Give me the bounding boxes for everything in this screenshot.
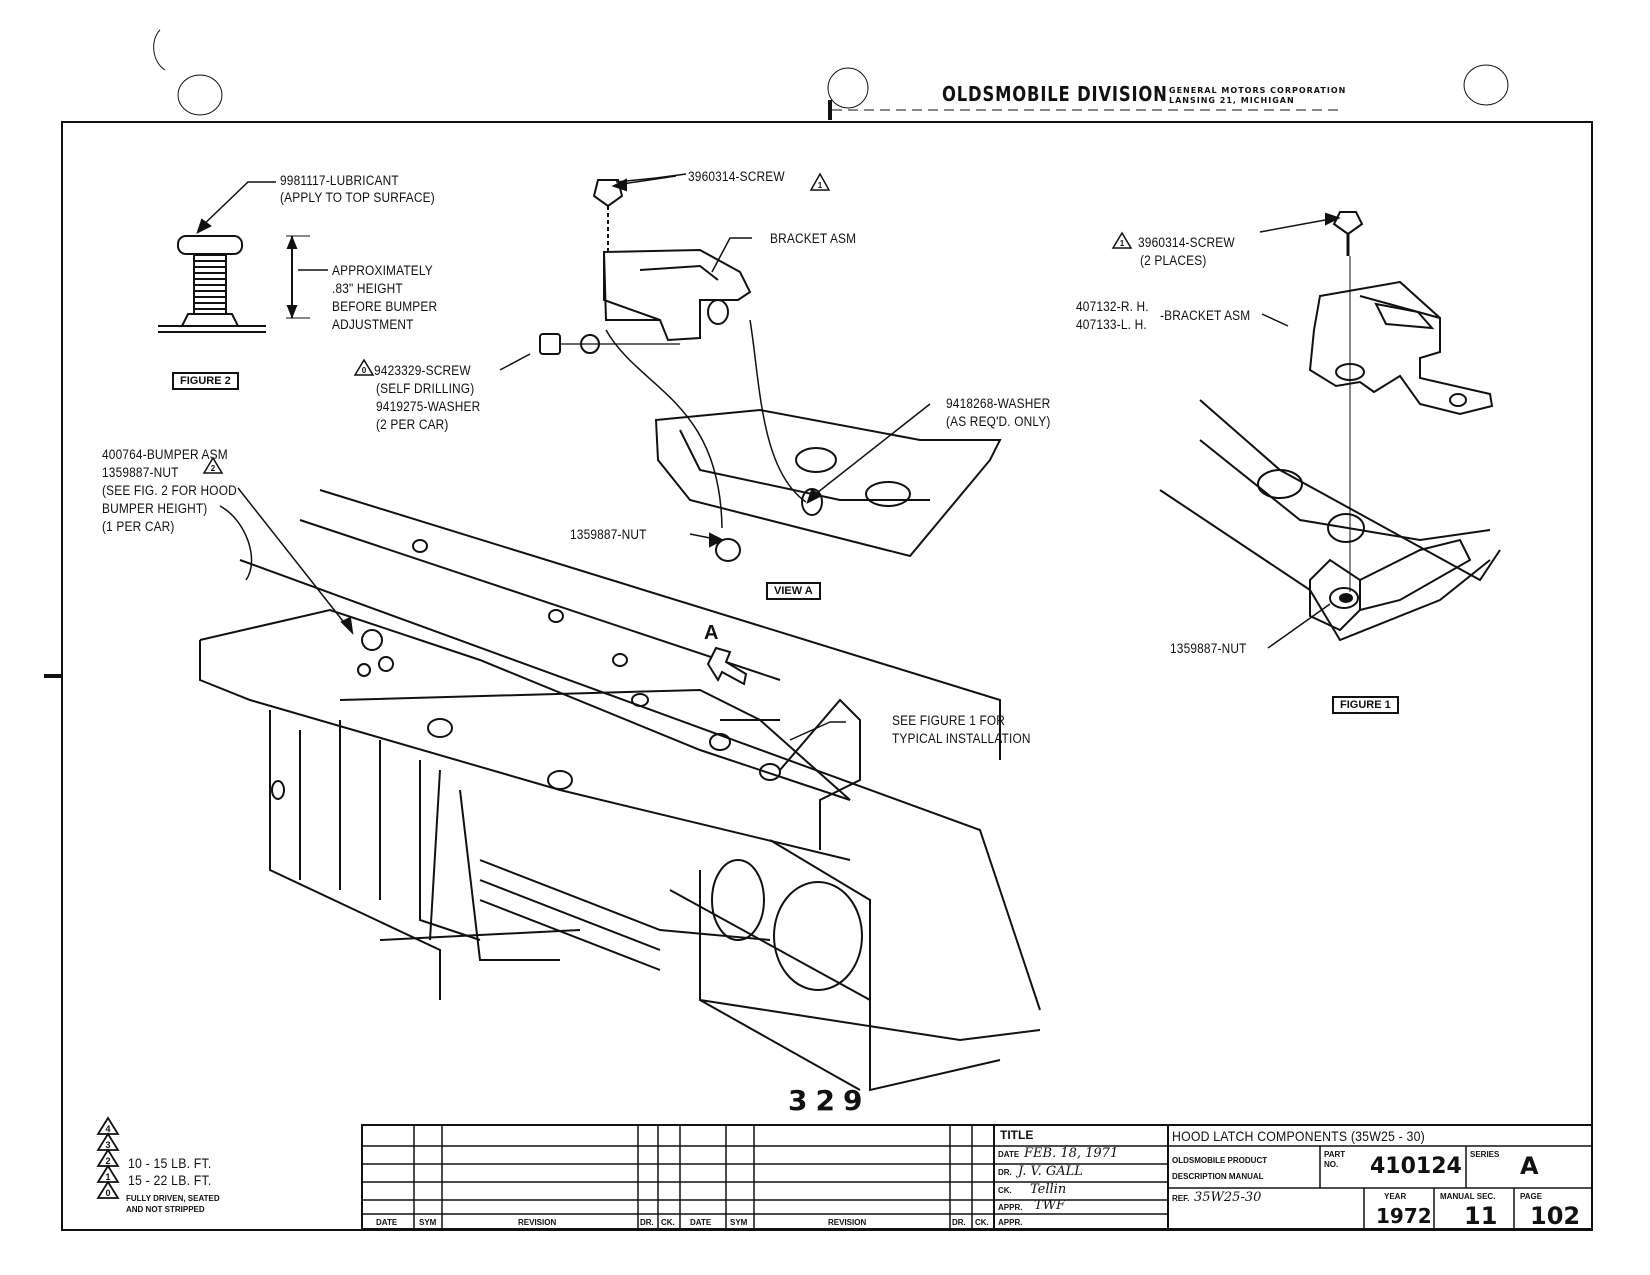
- part-number: 410124: [1370, 1154, 1462, 1179]
- dr-value: J. V. GALL: [1018, 1164, 1083, 1179]
- division-title: OLDSMOBILE DIVISION: [942, 82, 1168, 106]
- triangle-mark-3: 3: [105, 1140, 110, 1150]
- appr-value: TWF: [1034, 1198, 1066, 1213]
- ck-label: CK.: [998, 1186, 1012, 1195]
- rev-col-ck-1: CK.: [661, 1218, 675, 1227]
- triangle-mark-1: 1: [105, 1172, 110, 1182]
- height-note-1: APPROXIMATELY: [332, 263, 433, 278]
- rev-col-sym-1: SYM: [419, 1218, 437, 1227]
- fig1-screw-places: (2 PLACES): [1140, 253, 1207, 268]
- corporation-line-1: GENERAL MOTORS CORPORATION: [1169, 86, 1347, 95]
- view-arrow-a-label: A: [704, 622, 719, 644]
- torque-line-2: 15 - 22 LB. FT.: [128, 1172, 212, 1188]
- triangle-mark-4: 4: [105, 1124, 110, 1134]
- title-block-lines: [361, 1124, 1593, 1230]
- bumper-height-note-2: BUMPER HEIGHT): [102, 501, 208, 516]
- date-value: FEB. 18, 1971: [1024, 1146, 1119, 1161]
- appr2-label: APPR.: [998, 1218, 1023, 1227]
- triangle-mark-nut: 2: [211, 464, 216, 473]
- view-a-bracket-label: BRACKET ASM: [770, 231, 857, 246]
- self-drill-screw-label: 9423329-SCREW: [374, 363, 471, 378]
- bumper-height-note-1: (SEE FIG. 2 FOR HOOD: [102, 483, 237, 498]
- figure2-bumper-drawing: [158, 181, 328, 333]
- torque-triangles: [96, 1116, 120, 1199]
- corporation-line-2: LANSING 21, MICHIGAN: [1169, 96, 1295, 105]
- fig1-bracket-label: -BRACKET ASM: [1160, 308, 1251, 323]
- bracket-part-lh: 407133-L. H.: [1076, 317, 1147, 332]
- figure1-label: FIGURE 1: [1332, 696, 1399, 714]
- series-value: A: [1520, 1152, 1539, 1180]
- manual-sec-label: MANUAL SEC.: [1440, 1192, 1496, 1201]
- page-label: PAGE: [1520, 1192, 1543, 1201]
- part-no-label: PART NO.: [1324, 1150, 1346, 1169]
- bumper-asm-label: 400764-BUMPER ASM: [102, 447, 228, 462]
- typical-installation-note: TYPICAL INSTALLATION: [892, 731, 1031, 746]
- ref-value: 35W25-30: [1194, 1190, 1262, 1205]
- torque-line-3b: AND NOT STRIPPED: [126, 1205, 205, 1214]
- see-figure-1-note: SEE FIGURE 1 FOR: [892, 713, 1006, 728]
- triangle-mark-screw: 1: [818, 181, 823, 190]
- view-a-nut-label: 1359887-NUT: [570, 527, 647, 542]
- ck-value: Tellin: [1030, 1182, 1067, 1197]
- manual-sec-value: 11: [1464, 1202, 1498, 1230]
- height-note-3: BEFORE BUMPER: [332, 299, 438, 314]
- lubricant-note: (APPLY TO TOP SURFACE): [280, 190, 435, 205]
- year-label: YEAR: [1384, 1192, 1407, 1201]
- date-label: DATE: [998, 1150, 1020, 1159]
- figure1-drawing: [1159, 211, 1501, 649]
- rev-col-sym-2: SYM: [730, 1218, 748, 1227]
- rev-col-dr-2: DR.: [952, 1218, 966, 1227]
- fig1-nut-label: 1359887-NUT: [1170, 641, 1247, 656]
- main-support-drawing: [199, 487, 1041, 1092]
- triangle-mark-2: 2: [105, 1156, 110, 1166]
- punch-hole-left: [177, 74, 223, 116]
- rev-col-date-2: DATE: [690, 1218, 712, 1227]
- rev-col-revision-1: REVISION: [518, 1218, 557, 1227]
- dr-label: DR.: [998, 1168, 1012, 1177]
- washer-9418268-label: 9418268-WASHER: [946, 396, 1051, 411]
- bumper-nut-label: 1359887-NUT: [102, 465, 179, 480]
- punch-hole-center: [827, 67, 869, 109]
- height-note-2: .83" HEIGHT: [332, 281, 403, 296]
- torque-line-1: 10 - 15 LB. FT.: [128, 1155, 212, 1171]
- series-label: SERIES: [1470, 1150, 1500, 1159]
- year-value: 1972: [1376, 1204, 1432, 1228]
- sheet-number: 329: [788, 1084, 871, 1117]
- self-drill-note: (SELF DRILLING): [376, 381, 475, 396]
- ref-label: REF.: [1172, 1194, 1190, 1203]
- rev-col-dr-1: DR.: [640, 1218, 654, 1227]
- view-a-screw-label: 3960314-SCREW: [688, 169, 785, 184]
- lubricant-label: 9981117-LUBRICANT: [280, 173, 399, 188]
- bracket-part-rh: 407132-R. H.: [1076, 299, 1149, 314]
- washer-as-reqd-note: (AS REQ'D. ONLY): [946, 414, 1051, 429]
- figure2-label: FIGURE 2: [172, 372, 239, 390]
- triangle-mark-0: 0: [105, 1188, 110, 1198]
- rev-col-date-1: DATE: [376, 1218, 398, 1227]
- washer-9419275-label: 9419275-WASHER: [376, 399, 481, 414]
- rev-col-ck-2: CK.: [975, 1218, 989, 1227]
- fig1-screw-label: 3960314-SCREW: [1138, 235, 1235, 250]
- rev-col-revision-2: REVISION: [828, 1218, 867, 1227]
- drawing-title: HOOD LATCH COMPONENTS (35W25 - 30): [1172, 1128, 1425, 1144]
- punch-hole-right: [1463, 64, 1509, 106]
- height-note-4: ADJUSTMENT: [332, 317, 414, 332]
- triangle-mark-self-drill: 0: [362, 366, 367, 375]
- view-arrow-a: [706, 646, 748, 686]
- torque-line-3a: FULLY DRIVEN, SEATED: [126, 1194, 220, 1203]
- title-label: TITLE: [1000, 1128, 1034, 1142]
- page-value: 102: [1530, 1202, 1581, 1230]
- view-a-label: VIEW A: [766, 582, 821, 600]
- manual-name-1: OLDSMOBILE PRODUCT: [1172, 1156, 1268, 1165]
- manual-name-2: DESCRIPTION MANUAL: [1172, 1172, 1264, 1181]
- triangle-mark-fig1: 1: [1120, 239, 1125, 248]
- washer-qty-note: (2 PER CAR): [376, 417, 449, 432]
- appr-label: APPR.: [998, 1203, 1023, 1212]
- view-a-drawing: [499, 173, 1002, 562]
- bumper-qty-note: (1 PER CAR): [102, 519, 175, 534]
